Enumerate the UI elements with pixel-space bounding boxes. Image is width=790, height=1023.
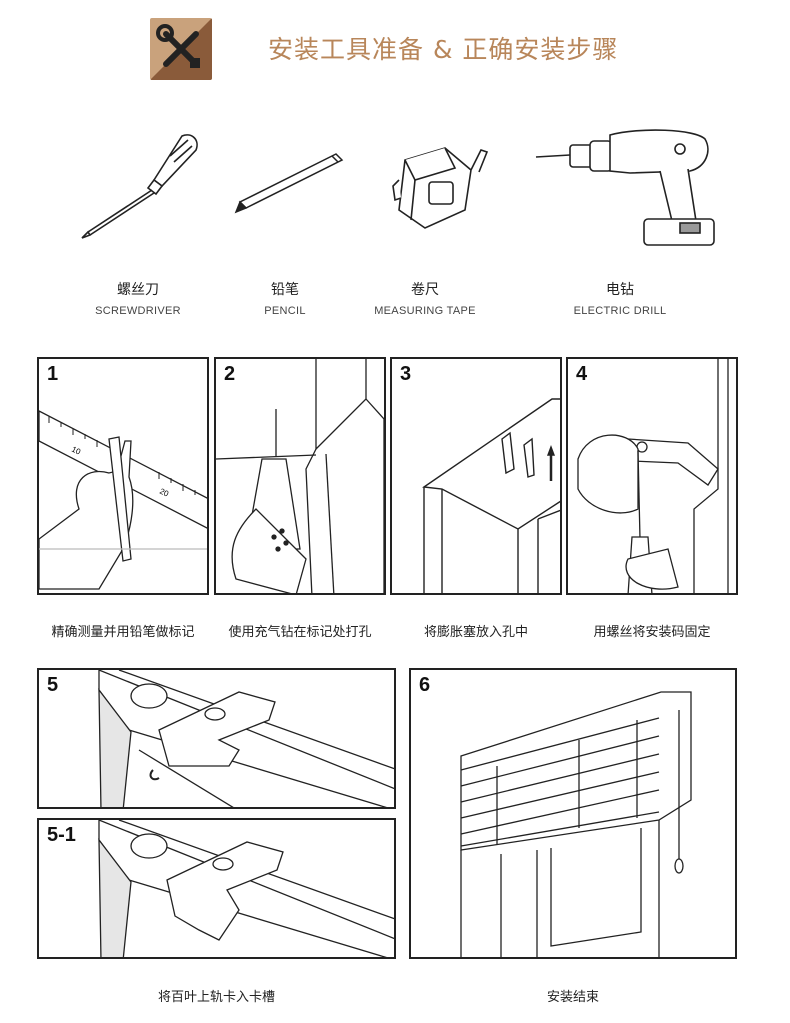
step-number: 4 [576,363,588,385]
step-2-panel: 2 [214,357,386,595]
step-number: 2 [224,363,236,385]
tool-name-cn: 卷尺 [411,282,439,298]
page-title: 安装工具准备 & 正确安装步骤 [268,35,619,64]
step-number: 6 [419,674,431,696]
step-4-panel: 4 [566,357,738,595]
step-number: 1 [47,363,59,385]
installed-blind-illustration [460,691,692,957]
step-3-panel: 3 [390,357,562,595]
step-caption: 使用充气钻在标记处打孔 [228,625,372,640]
tool-name-cn: 铅笔 [271,282,299,298]
tool-name-cn: 电钻 [606,282,634,298]
step-5-panel: 5 [37,668,396,809]
ruler-tick-label: 20 [158,487,170,499]
tool-screwdriver [70,128,210,243]
tool-electric-drill [530,125,720,255]
step-number: 3 [400,363,412,385]
tool-name-cn: 螺丝刀 [117,282,159,298]
measuring-hand-illustration: 10 20 [39,410,207,590]
tool-name-en: SCREWDRIVER [95,305,181,317]
step-number: 5-1 [47,824,76,846]
step-6-panel: 6 [409,668,737,959]
step-5-1-panel: 5-1 [37,818,396,959]
screwdriver-icon [81,134,198,239]
ruler-tick-label: 10 [70,445,82,457]
electric-drill-icon [535,129,715,246]
group-caption: 将百叶上轨卡入卡槽 [157,990,275,1005]
bracket-screw-illustration [577,359,729,593]
tool-pencil [228,148,348,218]
tool-name-en: PENCIL [264,305,306,317]
rail-clip-illustration [98,670,394,807]
header-logo [150,18,212,80]
drilling-illustration [216,359,384,593]
step-caption: 安装结束 [546,990,599,1005]
wall-plug-illustration [422,398,560,593]
tools-icon [150,18,212,80]
step-number: 5 [47,674,59,696]
step-caption: 用螺丝将安装码固定 [593,625,711,640]
tool-name-en: ELECTRIC DRILL [573,305,667,317]
pencil-icon [234,153,344,214]
step-caption: 将膨胀塞放入孔中 [423,625,528,640]
tool-measuring-tape [385,140,495,235]
rail-clip-locked-illustration [98,820,394,957]
step-1-panel: 1 10 20 [37,357,209,595]
measuring-tape-icon [392,147,489,229]
step-caption: 精确测量并用铅笔做标记 [51,625,195,640]
tool-name-en: MEASURING TAPE [374,305,476,317]
